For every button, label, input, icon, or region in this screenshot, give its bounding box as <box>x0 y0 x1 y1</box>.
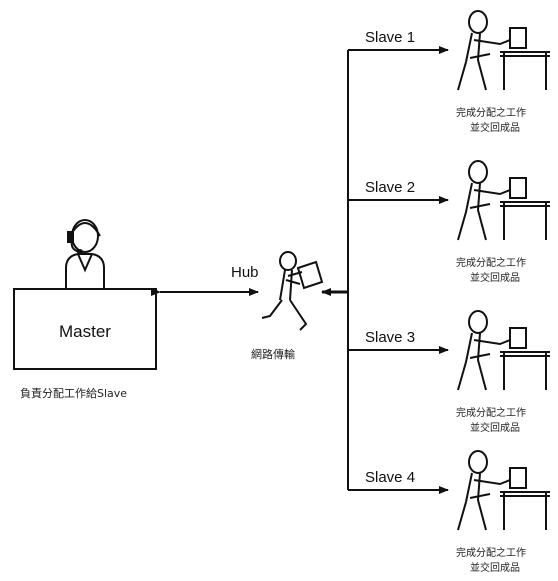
slave-4-label: Slave 4 <box>365 469 415 486</box>
slave-2-caption-line1: 完成分配之工作 <box>456 256 526 269</box>
master-label: Master <box>59 322 111 341</box>
hub-caption: 網路傳輸 <box>251 347 295 361</box>
slave-4-worker-icon <box>457 450 550 531</box>
master-operator-icon <box>65 219 105 290</box>
master-caption: 負責分配工作給Slave <box>20 386 127 400</box>
master-box <box>13 288 157 370</box>
slave-1-worker-icon <box>457 10 550 91</box>
slave-2-caption-line2: 並交回成品 <box>470 271 520 284</box>
slave-1-group: Slave 1 完成分配之工作 並交回成品 <box>348 10 550 134</box>
slave-4-caption-line1: 完成分配之工作 <box>456 546 526 559</box>
slave-1-caption-line1: 完成分配之工作 <box>456 106 526 119</box>
slave-4-group: Slave 4 完成分配之工作 並交回成品 <box>348 450 550 574</box>
slave-3-group: Slave 3 完成分配之工作 並交回成品 <box>348 310 550 434</box>
slave-1-label: Slave 1 <box>365 29 415 46</box>
slave-3-worker-icon <box>457 310 550 391</box>
slave-2-group: Slave 2 完成分配之工作 並交回成品 <box>348 160 550 284</box>
slave-3-caption-line2: 並交回成品 <box>470 421 520 434</box>
slave-2-label: Slave 2 <box>365 179 415 196</box>
hub-label: Hub <box>231 264 259 281</box>
slave-1-caption-line2: 並交回成品 <box>470 121 520 134</box>
slave-3-caption-line1: 完成分配之工作 <box>456 406 526 419</box>
slave-3-label: Slave 3 <box>365 329 415 346</box>
slave-2-worker-icon <box>457 160 550 241</box>
hub-courier-icon <box>261 251 324 331</box>
slave-4-caption-line2: 並交回成品 <box>470 561 520 574</box>
